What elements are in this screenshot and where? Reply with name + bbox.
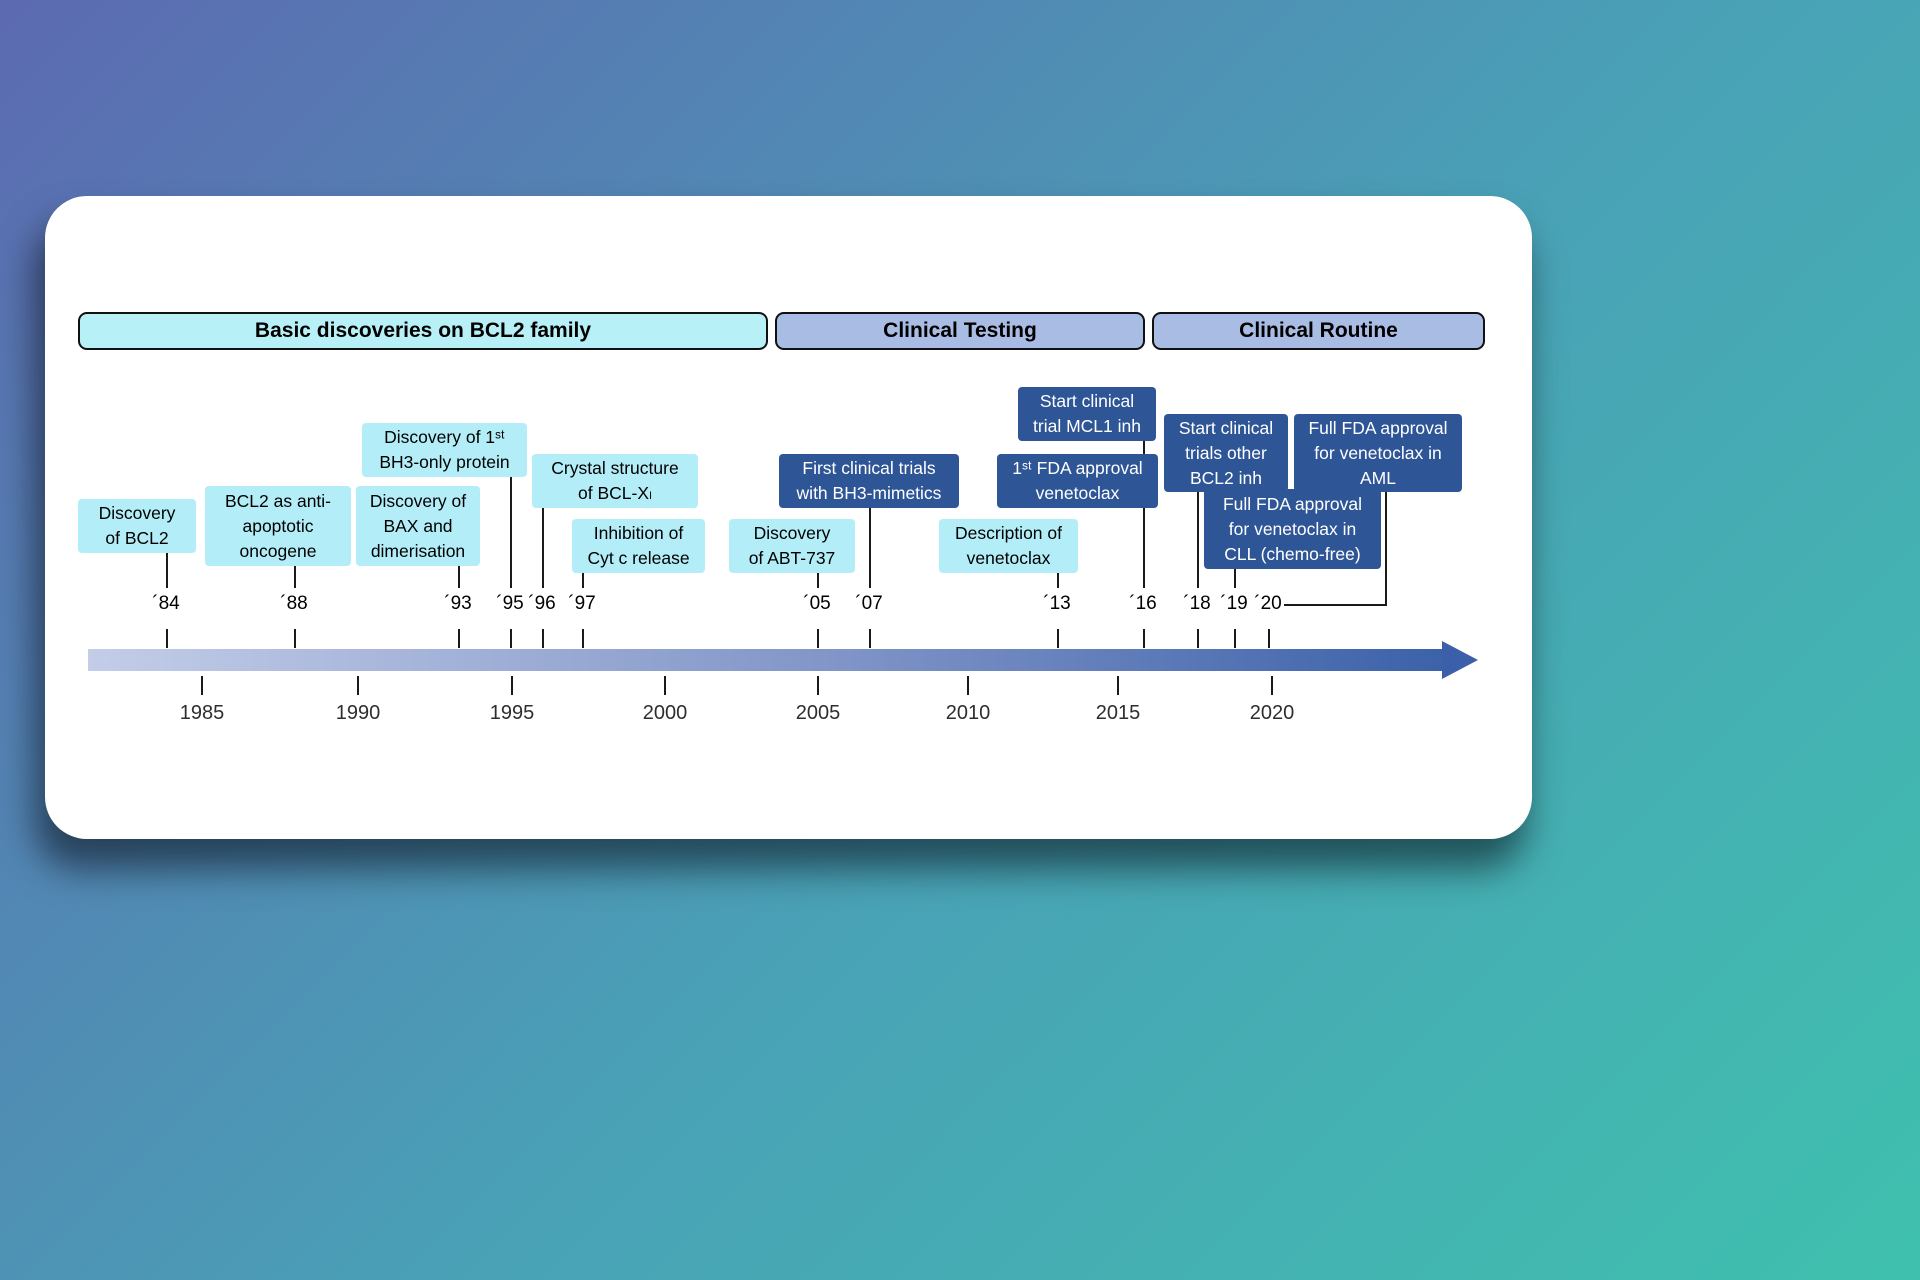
timeline-arrowhead-icon <box>1442 641 1478 679</box>
decade-label-1995: 1995 <box>489 701 535 724</box>
year-marker-95: ´95 <box>496 593 524 614</box>
decade-tick <box>967 676 969 695</box>
year-tick <box>1234 629 1236 648</box>
year-tick <box>294 629 296 648</box>
event-box-inhibition-cytc-release: Inhibition of Cyt c release <box>572 519 705 573</box>
year-marker-18: ´18 <box>1183 593 1211 614</box>
connector-abt737 <box>817 573 819 588</box>
connector-bh3-only <box>510 477 512 588</box>
decade-label-1990: 1990 <box>335 701 381 724</box>
connector-anti-apoptotic <box>294 566 296 588</box>
event-box-discovery-abt737: Discovery of ABT-737 <box>729 519 855 573</box>
connector-discovery-bcl2 <box>166 553 168 588</box>
decade-tick <box>357 676 359 695</box>
year-tick <box>1143 629 1145 648</box>
year-tick <box>166 629 168 648</box>
event-box-discovery-bh3-only-protein: Discovery of 1ˢᵗ BH3-only protein <box>362 423 527 477</box>
section-header-clinical-testing: Clinical Testing <box>775 312 1145 350</box>
year-tick <box>1268 629 1270 648</box>
connector-cytc <box>582 573 584 588</box>
connector-aml-elbow-horizontal <box>1284 604 1387 606</box>
year-tick <box>1057 629 1059 648</box>
decade-tick <box>511 676 513 695</box>
year-tick <box>1197 629 1199 648</box>
event-box-full-fda-approval-aml: Full FDA approval for venetoclax in AML <box>1294 414 1462 492</box>
decade-label-1985: 1985 <box>179 701 225 724</box>
event-box-discovery-bax-dimerisation: Discovery of BAX and dimerisation <box>356 486 480 566</box>
decade-tick <box>201 676 203 695</box>
connector-aml-elbow-vertical <box>1385 492 1387 606</box>
event-box-first-fda-approval-venetoclax: 1ˢᵗ FDA approval venetoclax <box>997 454 1158 508</box>
year-marker-96: ´96 <box>528 593 556 614</box>
year-marker-20: ´20 <box>1254 593 1282 614</box>
event-box-first-clinical-trials-bh3-mimetics: First clinical trials with BH3-mimetics <box>779 454 959 508</box>
connector-other-bcl2 <box>1197 492 1199 588</box>
connector-mcl1-fda <box>1143 441 1145 588</box>
year-tick <box>510 629 512 648</box>
decade-label-2000: 2000 <box>642 701 688 724</box>
event-box-description-venetoclax: Description of venetoclax <box>939 519 1078 573</box>
year-tick <box>582 629 584 648</box>
year-marker-93: ´93 <box>444 593 472 614</box>
decade-tick <box>817 676 819 695</box>
connector-description-venetoclax <box>1057 573 1059 588</box>
year-marker-19: ´19 <box>1220 593 1248 614</box>
event-box-crystal-structure-bclxl: Crystal structure of BCL-Xₗ <box>532 454 698 508</box>
year-marker-05: ´05 <box>803 593 831 614</box>
connector-cll-approval <box>1234 569 1236 588</box>
decade-tick <box>1271 676 1273 695</box>
year-tick <box>458 629 460 648</box>
event-box-start-trials-other-bcl2-inh: Start clinical trials other BCL2 inh <box>1164 414 1288 492</box>
year-marker-88: ´88 <box>280 593 308 614</box>
connector-first-trials <box>869 508 871 588</box>
year-marker-16: ´16 <box>1129 593 1157 614</box>
event-box-start-clinical-trial-mcl1: Start clinical trial MCL1 inh <box>1018 387 1156 441</box>
decade-label-2010: 2010 <box>945 701 991 724</box>
event-box-discovery-of-bcl2: Discovery of BCL2 <box>78 499 196 553</box>
decade-tick <box>1117 676 1119 695</box>
year-marker-13: ´13 <box>1043 593 1071 614</box>
section-header-basic-discoveries: Basic discoveries on BCL2 family <box>78 312 768 350</box>
decade-tick <box>664 676 666 695</box>
connector-bax <box>458 566 460 588</box>
decade-label-2015: 2015 <box>1095 701 1141 724</box>
year-tick <box>817 629 819 648</box>
year-marker-84: ´84 <box>152 593 180 614</box>
decade-label-2020: 2020 <box>1249 701 1295 724</box>
connector-crystal-structure <box>542 508 544 588</box>
year-marker-97: ´97 <box>568 593 596 614</box>
timeline-arrow <box>88 649 1442 671</box>
year-marker-07: ´07 <box>855 593 883 614</box>
event-box-bcl2-anti-apoptotic-oncogene: BCL2 as anti- apoptotic oncogene <box>205 486 351 566</box>
event-box-full-fda-approval-cll: Full FDA approval for venetoclax in CLL … <box>1204 489 1381 569</box>
year-tick <box>542 629 544 648</box>
decade-label-2005: 2005 <box>795 701 841 724</box>
year-tick <box>869 629 871 648</box>
section-header-clinical-routine: Clinical Routine <box>1152 312 1485 350</box>
